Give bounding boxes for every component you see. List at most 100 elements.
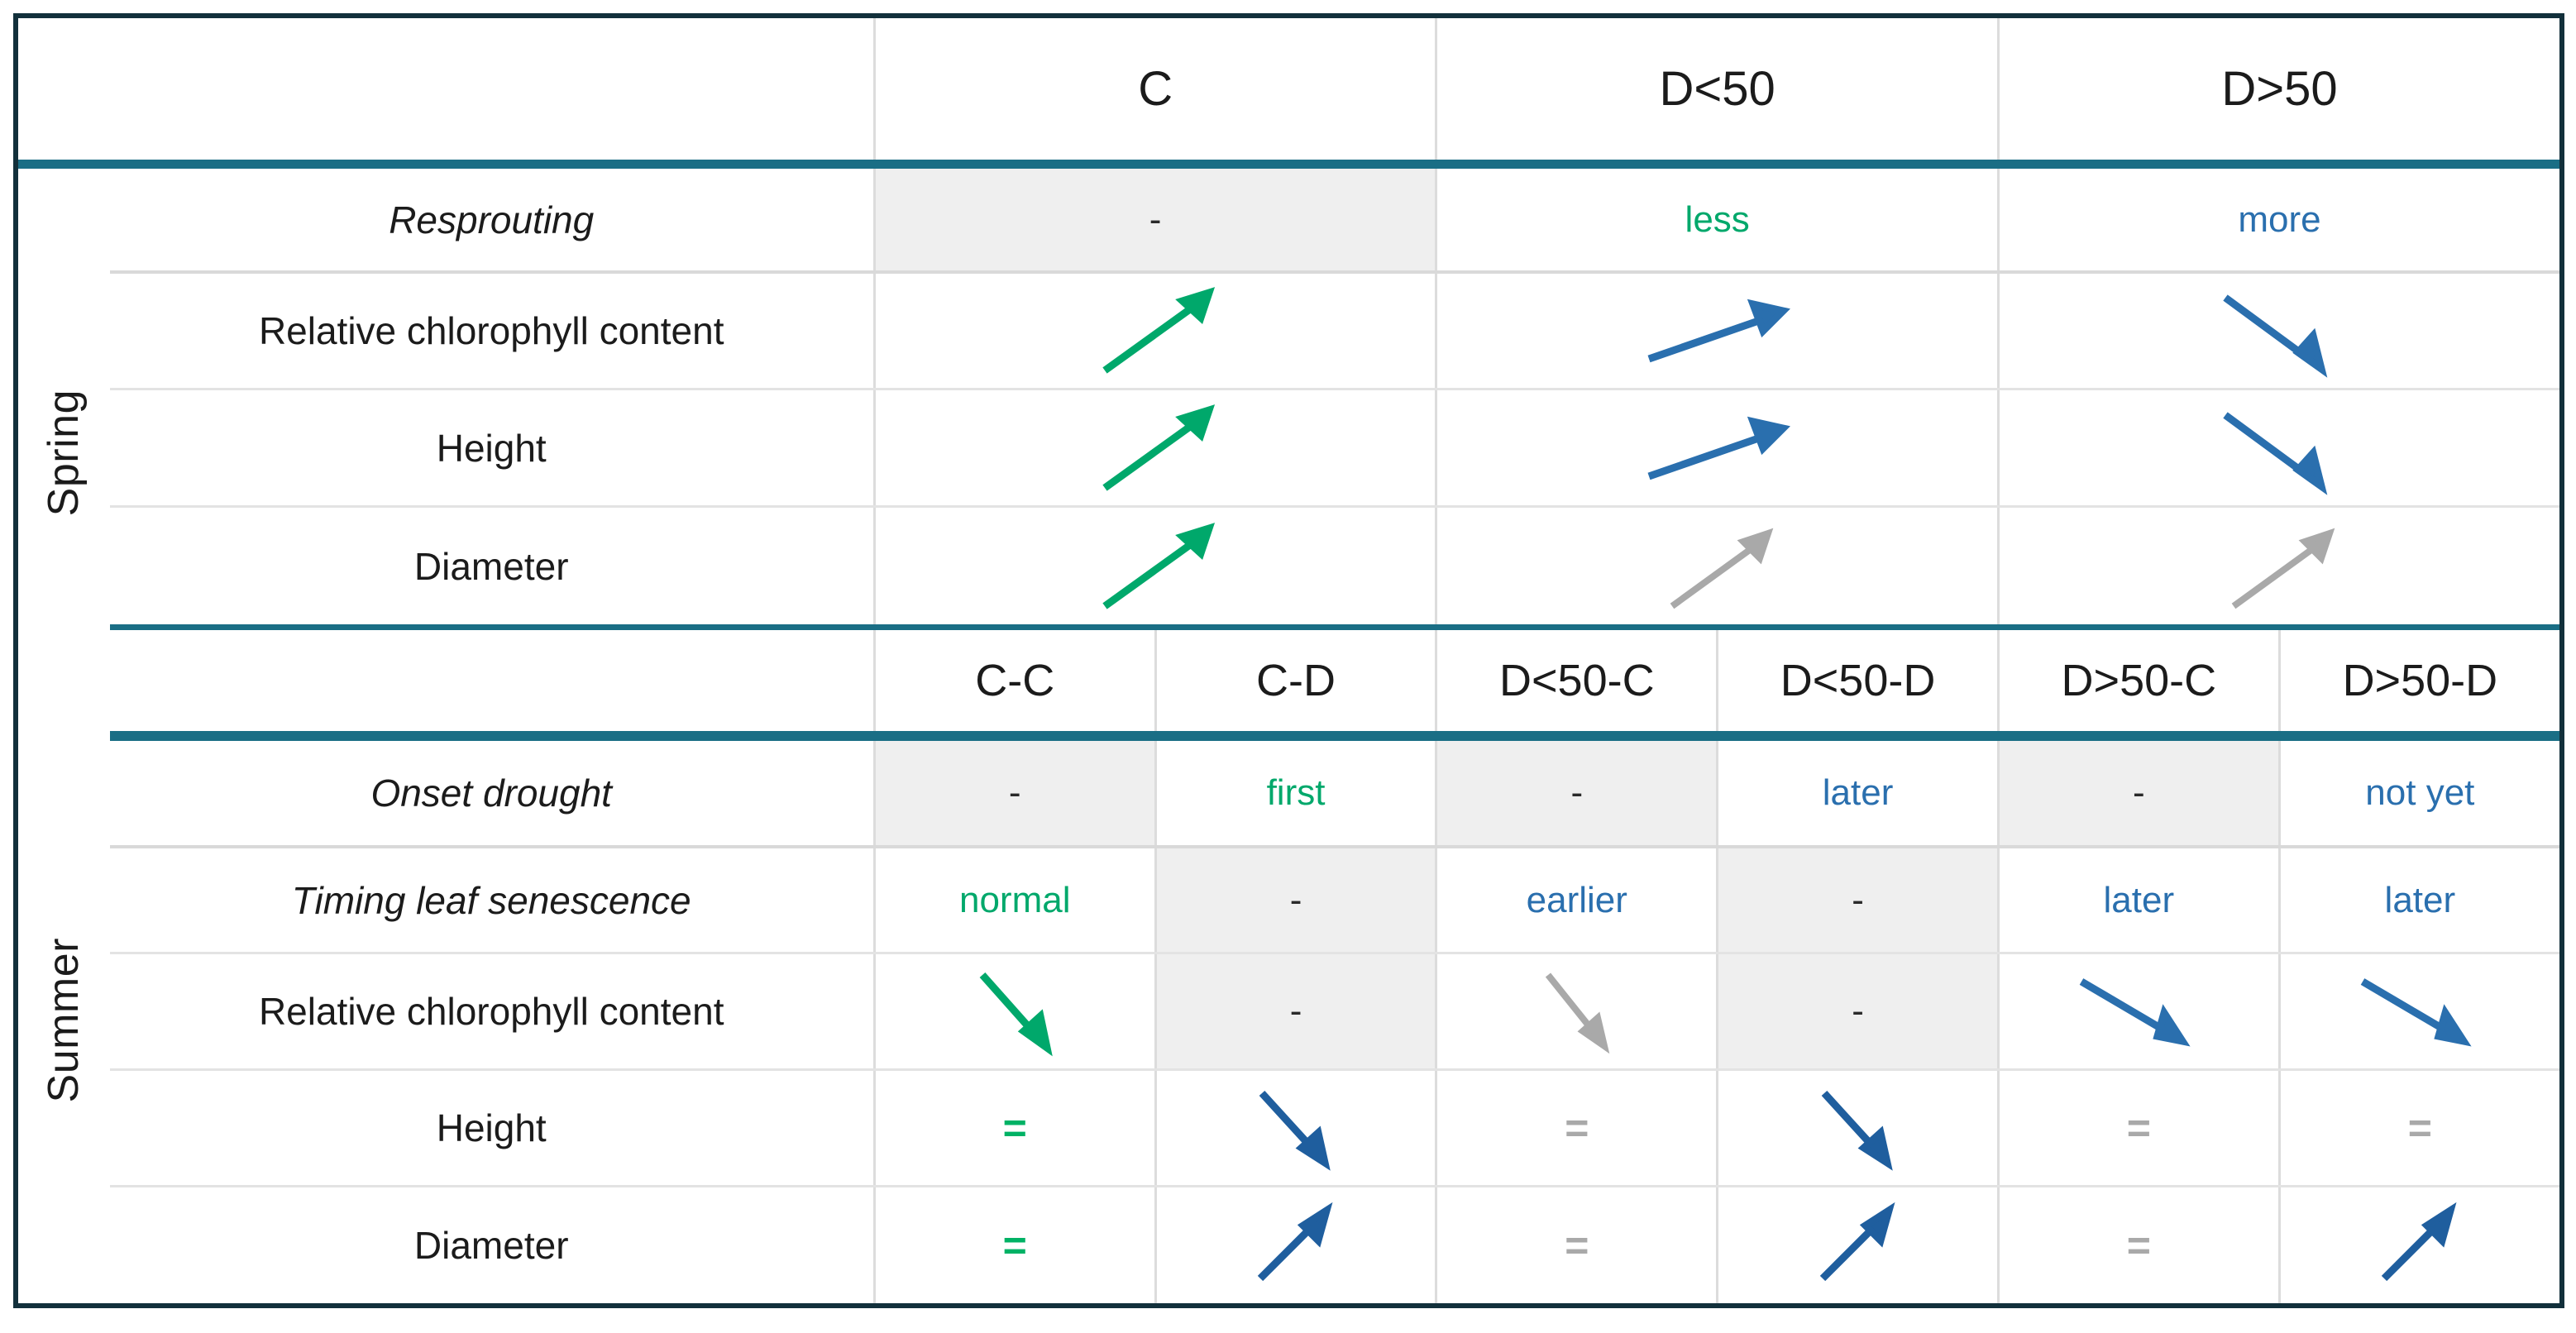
arrow-up-steep-gray-icon (1437, 508, 1997, 624)
table-row: Diameter (18, 506, 2559, 624)
cell-summer-senescence-cd: - (1154, 847, 1436, 955)
cell-value: normal (958, 879, 1071, 920)
season-label-spring-cell: Spring (18, 169, 110, 741)
table-row: Relative chlorophyll content - - (18, 953, 2559, 1072)
cell-summer-senescence-dlt50c: earlier (1435, 847, 1718, 955)
row-label-summer-chlorophyll: Relative chlorophyll content (109, 953, 875, 1072)
cell-value: later (1822, 772, 1894, 814)
cell-value: not yet (2365, 772, 2475, 814)
row-label-timing-leaf-senescence: Timing leaf senescence (109, 847, 875, 955)
arrow-up-shallow-blue-icon (1437, 390, 1997, 505)
cell-summer-diameter-cd (1154, 1186, 1436, 1303)
cell-summer-height-cc: = (872, 1069, 1156, 1188)
divider-seg-rail (18, 160, 110, 170)
arrow-up-shallow-blue-icon (1437, 274, 1997, 389)
comparison-matrix-table: C D<50 D>50 Spring Resprouting - (13, 13, 2564, 1308)
cell-spring-height-dlt50 (1435, 389, 1999, 509)
spring-header-divider (18, 160, 2559, 170)
divider-seg-c (874, 160, 1436, 170)
divider-seg-label (109, 160, 875, 170)
cell-spring-chlorophyll-c (872, 271, 1436, 391)
equals-sign-green: = (1002, 1222, 1027, 1269)
cell-summer-onset-dlt50d: later (1716, 740, 1999, 849)
arrow-up-mid-blue-icon (1157, 1187, 1436, 1303)
cell-value: later (2103, 879, 2175, 920)
cell-value: more (2238, 198, 2321, 240)
cell-summer-onset-cc: - (872, 740, 1156, 849)
summer-col-header-dgt50-c: D>50-C (1996, 630, 2280, 732)
row-label-summer-diameter: Diameter (413, 1224, 569, 1268)
cell-spring-chlorophyll-dlt50 (1435, 271, 1999, 391)
cell-summer-senescence-dgt50c: later (1996, 847, 2280, 955)
arrow-down-mid-blue-icon (1718, 1071, 1997, 1185)
cell-summer-chlorophyll-dlt50d: - (1716, 953, 1999, 1072)
row-label-summer-height: Height (109, 1069, 875, 1188)
season-label-summer: Summer (40, 937, 88, 1103)
cell-summer-height-dgt50d: = (2277, 1069, 2559, 1188)
cell-summer-senescence-cc: normal (872, 847, 1156, 955)
divider-seg-dgt50c (1998, 731, 2280, 741)
matrix-table: C D<50 D>50 Spring Resprouting - (18, 18, 2559, 1303)
summer-col-header-dlt50-c: D<50-C (1435, 630, 1718, 732)
equals-sign-gray: = (2407, 1105, 2432, 1152)
divider-seg-cc (874, 731, 1156, 741)
cell-value: - (1289, 991, 1302, 1032)
cell-spring-chlorophyll-dgt50 (1996, 271, 2559, 391)
divider-seg-dlt50d (1717, 731, 1999, 741)
spring-col-header-d-lt-50: D<50 (1435, 18, 1999, 160)
arrow-up-steep-green-icon (876, 390, 1436, 505)
spring-header-rail-spacer (18, 18, 110, 160)
summer-header-divider (18, 731, 2559, 741)
summer-col-header-cc: C-C (872, 630, 1156, 732)
cell-summer-diameter-cc: = (872, 1186, 1156, 1303)
cell-summer-diameter-dlt50c: = (1435, 1186, 1718, 1303)
arrow-up-steep-green-icon (876, 508, 1436, 624)
arrow-down-steep-gray-icon (1437, 954, 1716, 1068)
equals-sign-gray: = (1565, 1222, 1589, 1269)
divider-seg-cc (874, 624, 1156, 631)
cell-summer-chlorophyll-cd: - (1154, 953, 1436, 1072)
cell-spring-resprouting-c: - (872, 169, 1436, 274)
table-row: Height (18, 389, 2559, 509)
cell-summer-chlorophyll-dgt50d (2277, 953, 2559, 1072)
divider-seg-dlt50c (1436, 731, 1718, 741)
summer-col-header-cd: C-D (1154, 630, 1436, 732)
divider-seg-d-gt-50 (1998, 160, 2559, 170)
arrow-down-mid-blue-icon (2000, 954, 2278, 1068)
table-row: Height = = = = (18, 1069, 2559, 1188)
divider-seg-d-lt-50 (1436, 160, 1999, 170)
summer-header-top-divider (18, 624, 2559, 631)
row-label-resprouting: Resprouting (109, 169, 875, 274)
summer-col-header-dgt50-d: D>50-D (2277, 630, 2559, 732)
cell-value: - (1149, 198, 1162, 240)
cell-value: - (1852, 879, 1864, 920)
cell-summer-onset-dgt50d: not yet (2277, 740, 2559, 849)
cell-summer-chlorophyll-dgt50c (1996, 953, 2280, 1072)
divider-seg-dlt50d (1717, 624, 1999, 631)
arrow-down-mid-blue-icon (1157, 1071, 1436, 1185)
arrow-up-mid-blue-icon (1718, 1187, 1997, 1303)
summer-header-row: C-C C-D D<50-C D<50-D D>50-C D>50-D (18, 630, 2559, 732)
cell-value: later (2384, 879, 2456, 920)
cell-summer-senescence-dgt50d: later (2277, 847, 2559, 955)
summer-header-label-spacer (110, 630, 875, 731)
divider-seg-label (109, 624, 875, 631)
arrow-up-steep-gray-icon (2000, 508, 2559, 624)
cell-spring-diameter-c (872, 506, 1436, 624)
cell-spring-resprouting-dgt50: more (1996, 169, 2559, 274)
spring-header-label-spacer (110, 18, 875, 160)
cell-summer-height-dlt50d (1716, 1069, 1999, 1188)
divider-seg-dgt50c (1998, 624, 2280, 631)
arrow-up-mid-blue-icon (2281, 1187, 2559, 1303)
table-row: Relative chlorophyll content (18, 271, 2559, 391)
divider-seg-dgt50d (2279, 624, 2559, 631)
divider-seg-dgt50d (2279, 731, 2559, 741)
spring-header-row: C D<50 D>50 (18, 18, 2559, 160)
cell-spring-height-c (872, 389, 1436, 509)
cell-spring-resprouting-dlt50: less (1435, 169, 1999, 274)
divider-seg-cd (1155, 731, 1436, 741)
cell-value: - (1289, 879, 1302, 920)
row-label-onset-drought: Onset drought (109, 740, 875, 849)
cell-value: earlier (1526, 879, 1627, 920)
arrow-down-mid-blue-icon (2281, 954, 2559, 1068)
